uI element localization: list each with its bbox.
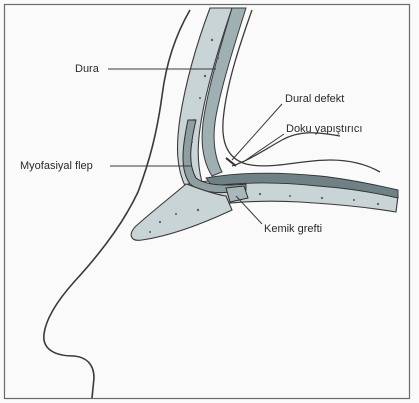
tissue-adhesive-line [232,133,340,166]
label-dural-defect: Dural defekt [285,93,344,105]
label-bone-graft: Kemik grefti [264,223,322,235]
label-myofascial-flap: Myofasiyal flep [20,160,93,172]
dural-defect-leader-line [232,104,282,160]
brain-surface-line [223,10,380,172]
label-tissue-adhesive: Doku yapıştırıcı [286,123,362,135]
label-dura: Dura [75,63,100,75]
